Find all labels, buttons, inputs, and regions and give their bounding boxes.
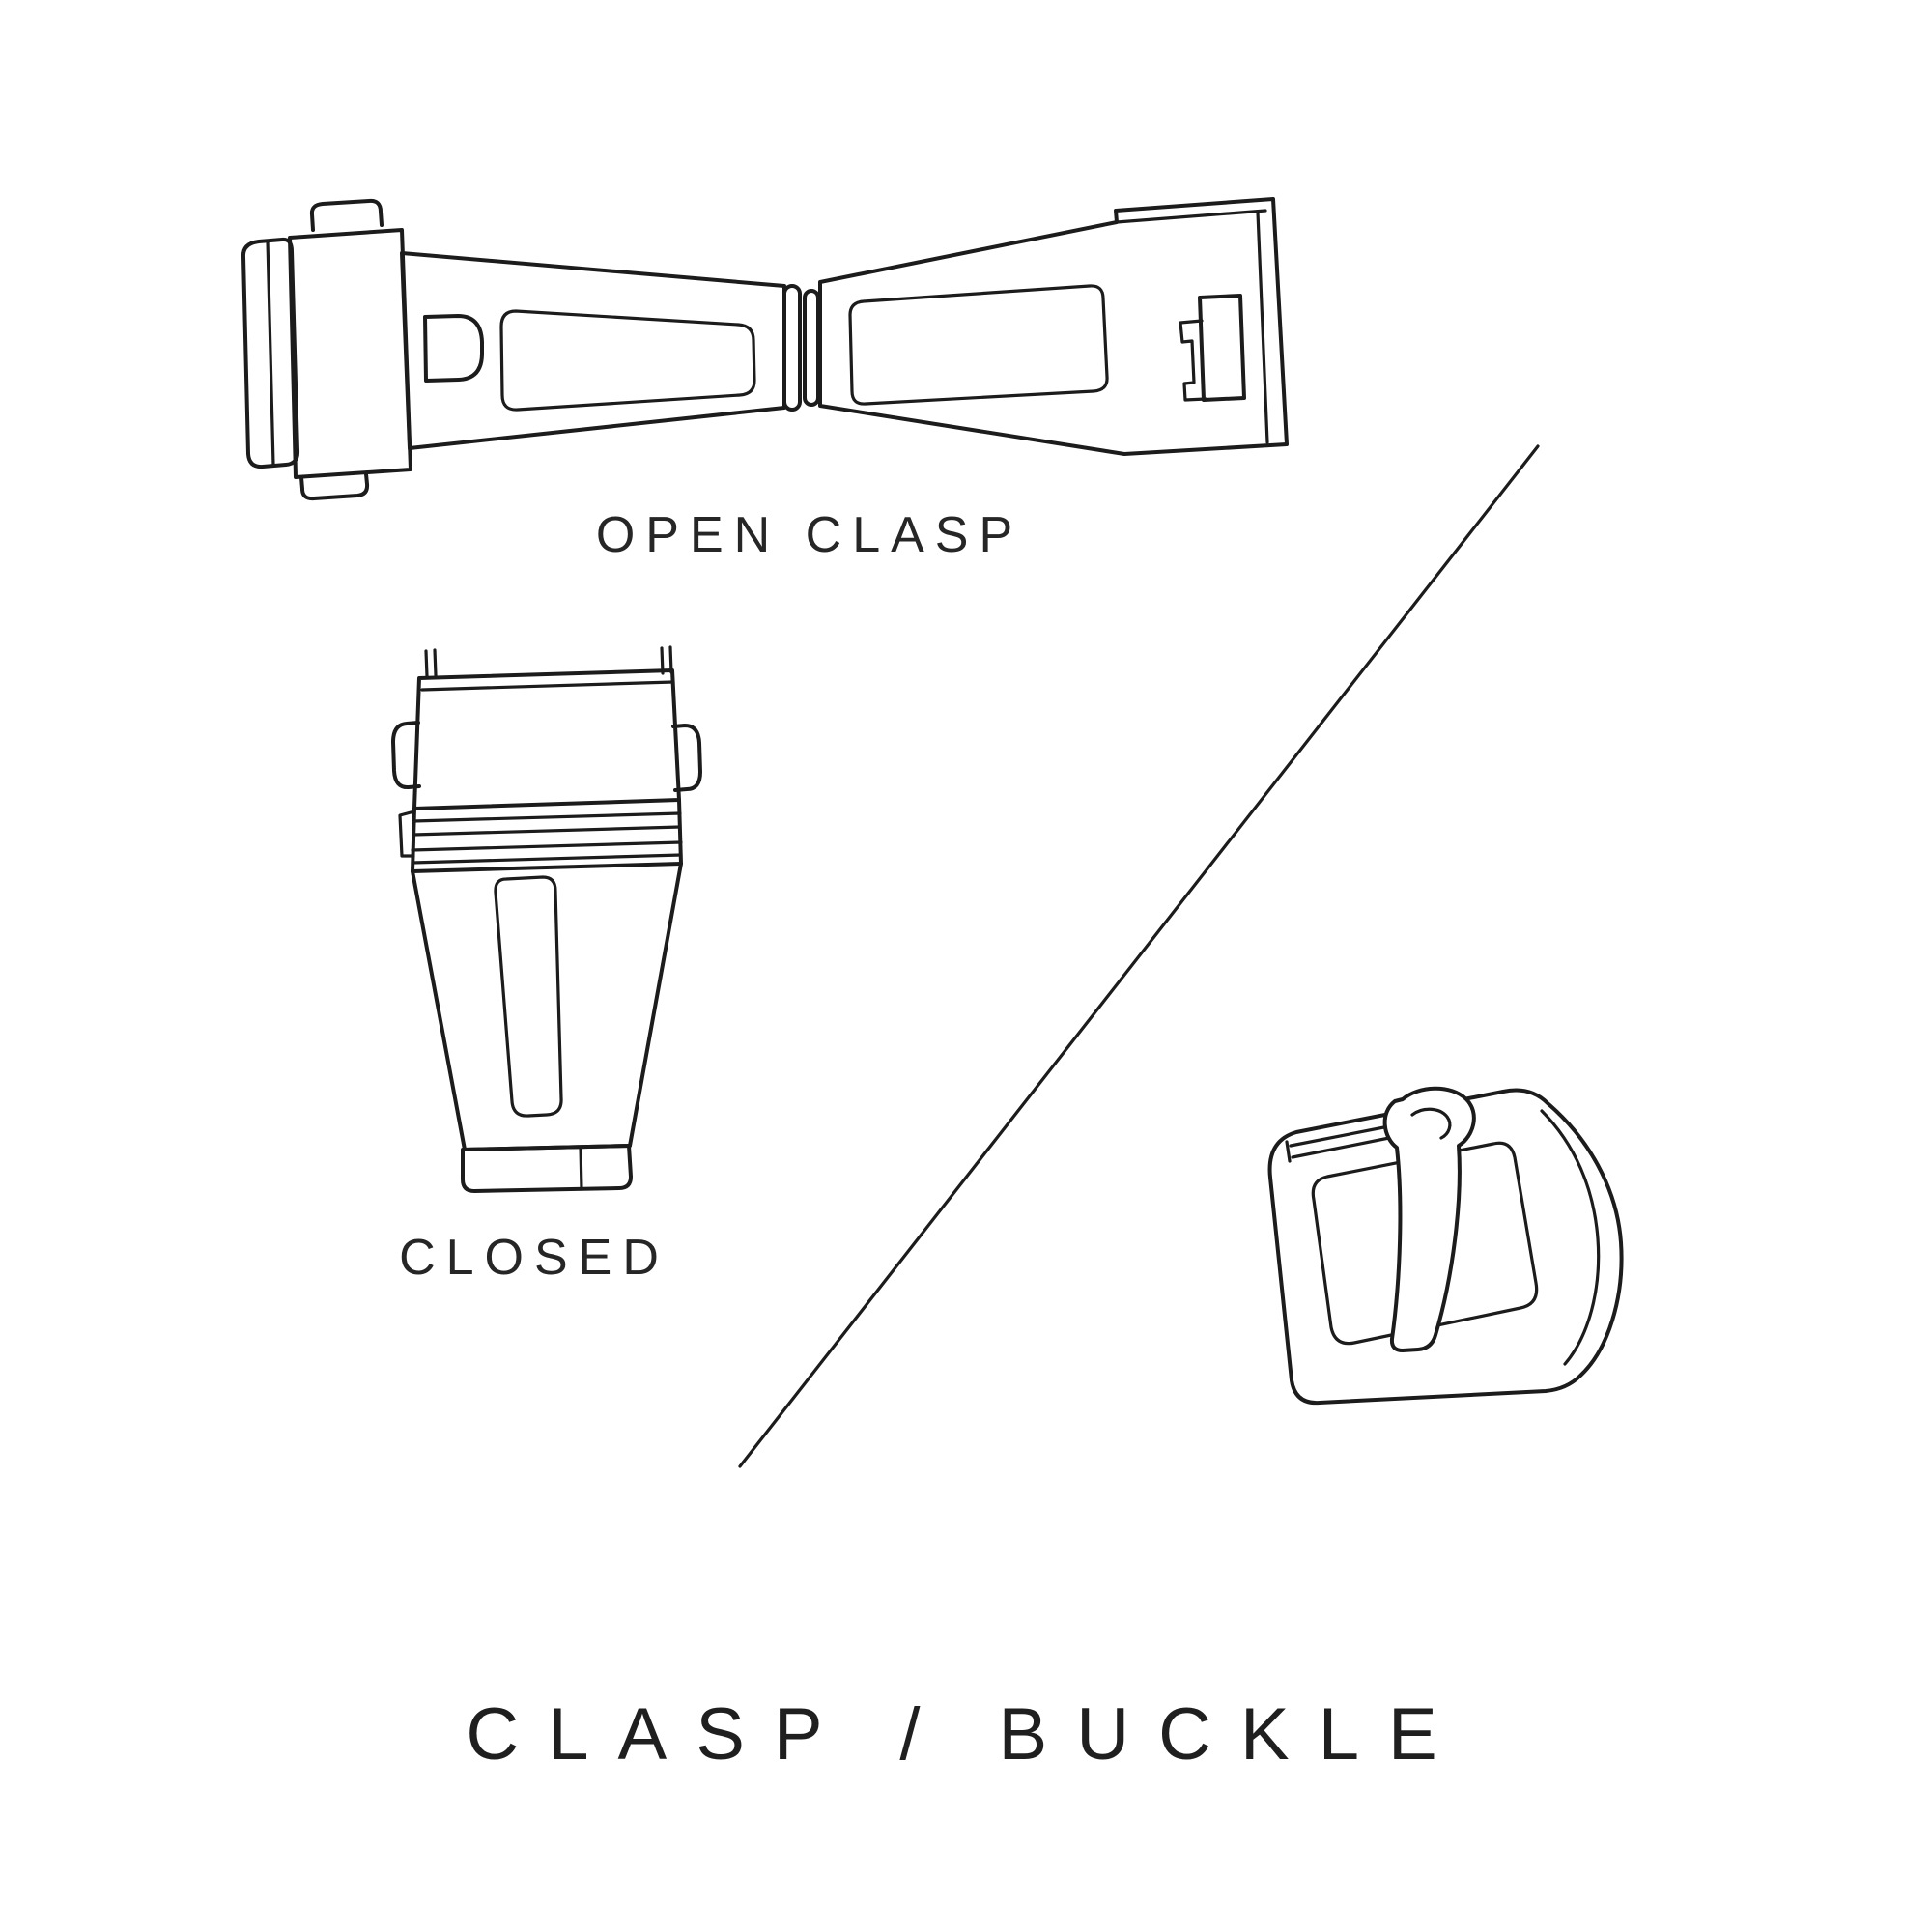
open-clasp-label: OPEN CLASP [595,507,1024,563]
figure-title: CLASP / BUCKLE [466,1693,1466,1776]
diagonal-divider-line [738,444,1540,1468]
closed-clasp-illustration [391,645,702,1193]
closed-clasp-label: CLOSED [399,1230,669,1286]
open-clasp-illustration [241,197,1289,501]
buckle-illustration [1267,1086,1624,1406]
